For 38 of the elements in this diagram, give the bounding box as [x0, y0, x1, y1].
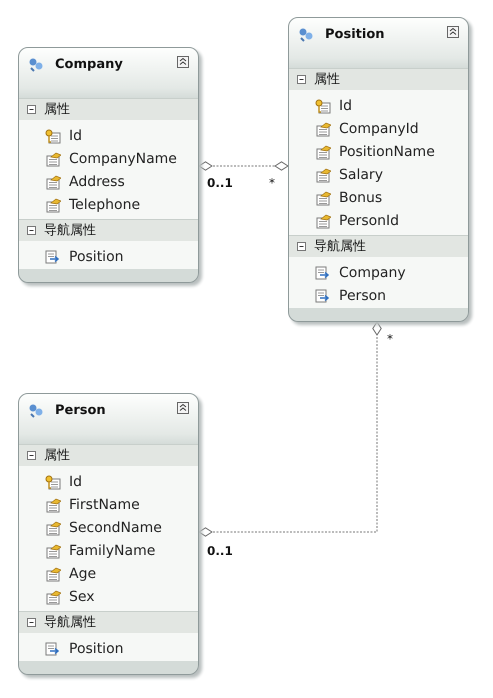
property-name: CompanyName	[69, 150, 177, 169]
property-name: Id	[69, 473, 82, 492]
property-name: SecondName	[69, 519, 162, 538]
property-name: FamilyName	[69, 542, 156, 561]
section-heading: 导航属性	[44, 614, 96, 632]
entity-title: Position	[325, 27, 385, 42]
property-name: Id	[69, 127, 82, 146]
navigation-property-name: Company	[339, 264, 406, 283]
property-name: PersonId	[339, 212, 400, 231]
property-name: Id	[339, 97, 352, 116]
property-name: CompanyId	[339, 120, 419, 139]
multiplicity-label: 0..1	[207, 176, 233, 190]
navigation-property-name: Person	[339, 287, 386, 306]
property-name: PositionName	[339, 143, 435, 162]
section-heading: 属性	[44, 101, 70, 119]
property-name: Bonus	[339, 189, 382, 208]
property-name: Salary	[339, 166, 383, 185]
section-heading: 属性	[44, 447, 70, 465]
section-heading: 导航属性	[314, 238, 366, 256]
property-name: Telephone	[69, 196, 140, 215]
entity-title: Person	[55, 403, 106, 418]
property-name: FirstName	[69, 496, 140, 515]
association-line	[198, 322, 382, 537]
multiplicity-label: *	[269, 176, 275, 190]
property-name: Address	[69, 173, 125, 192]
multiplicity-label: 0..1	[207, 544, 233, 558]
multiplicity-label: *	[387, 332, 393, 346]
property-name: Age	[69, 565, 96, 584]
entity-title: Company	[55, 57, 123, 72]
navigation-property-name: Position	[69, 248, 124, 267]
association-line	[198, 161, 288, 171]
navigation-property-name: Position	[69, 640, 124, 659]
entity-box	[18, 393, 199, 675]
section-heading: 导航属性	[44, 222, 96, 240]
property-name: Sex	[69, 588, 95, 607]
section-heading: 属性	[314, 71, 340, 89]
entity-box	[288, 17, 469, 322]
entity-box	[18, 47, 199, 283]
